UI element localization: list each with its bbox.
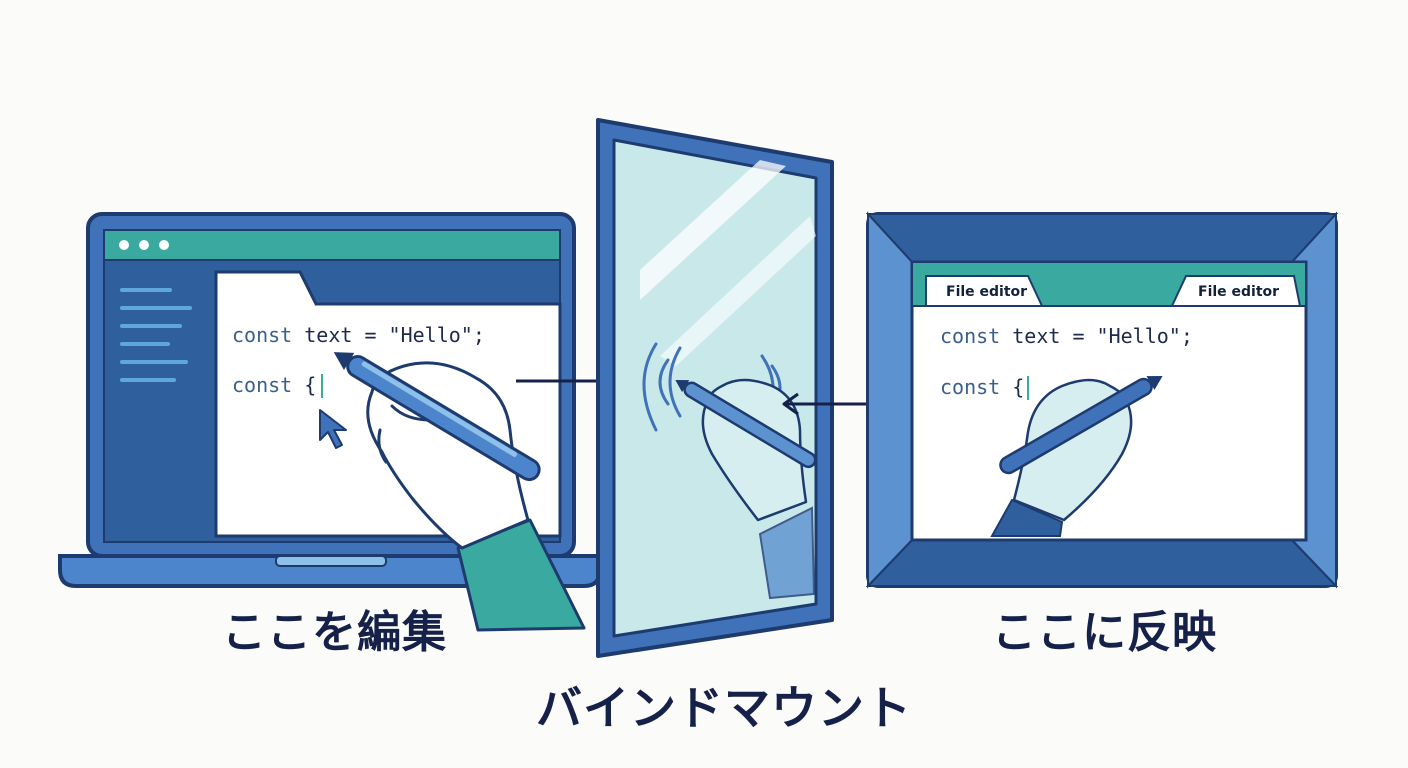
code-line-1: const text = "Hello"; (232, 323, 485, 347)
mirrored-code-line-1: const text = "Hello"; (940, 324, 1193, 348)
monitor: File editor File editor const text = "He… (865, 211, 1339, 589)
mirrored-pen-icon (999, 376, 1163, 475)
window-title-bar (103, 229, 561, 261)
window-dot-icon (159, 240, 169, 250)
hand-with-pen-icon (333, 352, 586, 632)
monitor-bevel-left (867, 211, 913, 589)
caption-edit-here: ここを編集 (222, 607, 447, 658)
monitor-bevel-bottom (865, 539, 1339, 587)
window-dot-icon (119, 240, 129, 250)
laptop-trackpad-notch (275, 555, 387, 567)
monitor-bevel-top (865, 213, 1339, 263)
sidebar-lines-icon (120, 288, 192, 382)
window-dot-icon (139, 240, 149, 250)
pen-icon (333, 352, 541, 482)
tab-label-right: File editor (1198, 284, 1279, 300)
mouse-pointer-icon (319, 409, 347, 449)
glass-shine (640, 160, 786, 300)
reflected-pen-icon (675, 379, 817, 469)
tab-file-editor-left[interactable] (925, 275, 1044, 307)
code-line-2: const { (232, 373, 316, 397)
tab-label-left: File editor (946, 284, 1027, 300)
caption-reflected-here: ここに反映 (992, 607, 1217, 658)
glass-shine (660, 216, 816, 366)
mirrored-sleeve (990, 498, 1064, 537)
mirror-panel (596, 118, 834, 658)
reflected-sleeve (758, 506, 816, 600)
tab-file-editor-right[interactable] (1170, 275, 1302, 307)
mirrored-code-line-2: const { (940, 375, 1024, 399)
caption-bind-mount: バインドマウント (536, 681, 912, 735)
